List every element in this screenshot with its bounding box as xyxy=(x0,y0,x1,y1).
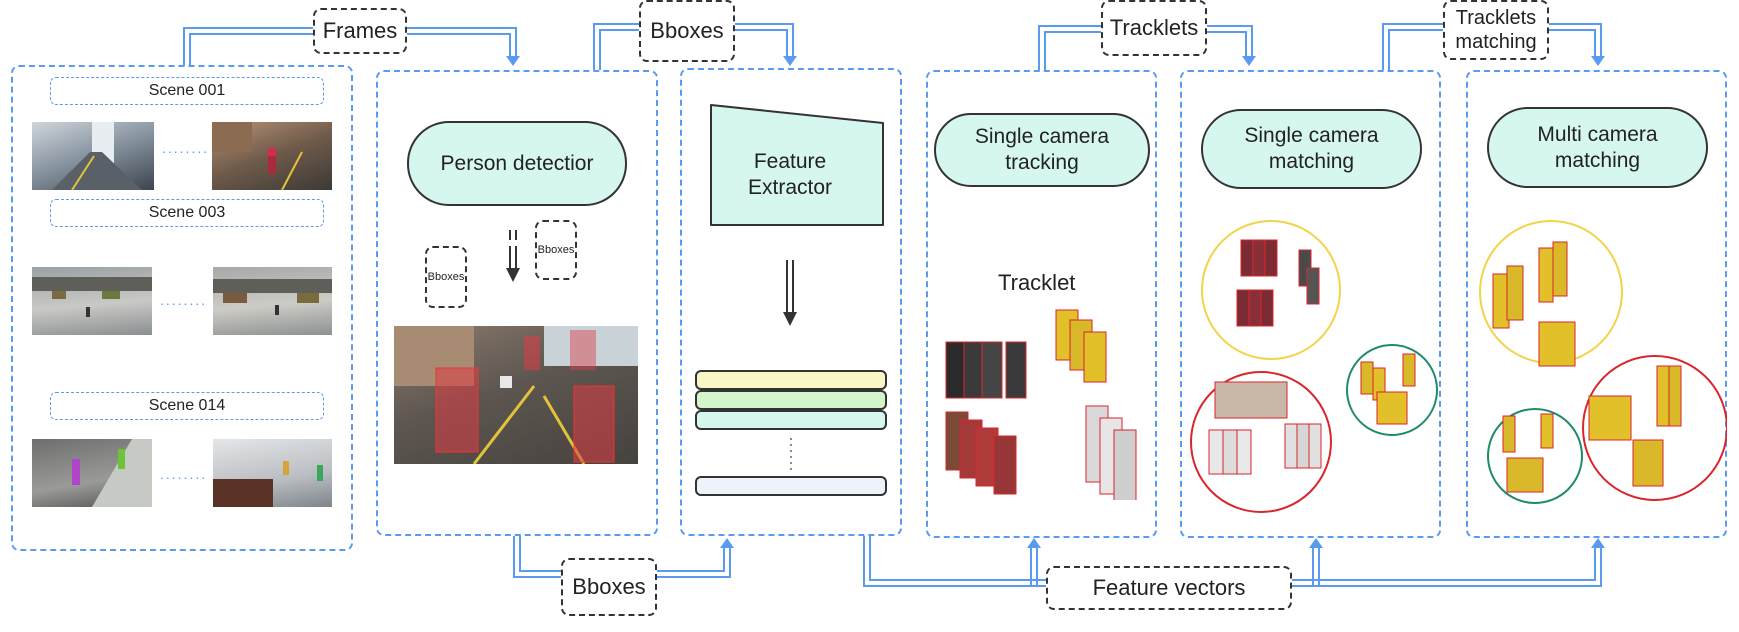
feature-extractor-shape xyxy=(710,104,884,226)
scene-014-label: Scene 014 xyxy=(50,392,324,420)
scene-001-frame-b xyxy=(212,122,332,190)
scene-014-dots: ........ xyxy=(160,466,208,482)
scene-003-dots: ........ xyxy=(160,292,208,308)
tracklet-label: Tracklet xyxy=(998,270,1076,295)
cluster-green xyxy=(1487,408,1583,504)
cluster-red xyxy=(1582,355,1727,501)
scene-003-frame-a xyxy=(32,267,152,335)
multi-camera-clusters xyxy=(1479,220,1727,504)
single-camera-tracking-panel xyxy=(926,70,1157,538)
scene-003-label: Scene 003 xyxy=(50,199,324,227)
tracklets-matching-tag: Tracklets matching xyxy=(1443,0,1549,60)
bboxes-bottom-tag: Bboxes xyxy=(561,558,657,616)
bboxes-small-tag-a: Bboxes xyxy=(425,246,467,308)
cluster-yellow xyxy=(1201,220,1341,360)
scene-003-frame-b xyxy=(213,267,332,335)
frames-panel xyxy=(11,65,353,551)
tracklet-crops xyxy=(945,309,1137,500)
single-camera-tracking-module: Single camera tracking xyxy=(934,113,1150,187)
multi-camera-matching-panel xyxy=(1466,70,1727,538)
feature-vector-bar-mint xyxy=(695,410,887,430)
down-arrow-icon xyxy=(506,230,520,282)
bboxes-top-tag: Bboxes xyxy=(639,0,735,62)
feature-extractor-panel xyxy=(680,68,902,536)
bboxes-small-tag-b: Bboxes xyxy=(535,220,577,280)
cluster-red xyxy=(1190,371,1332,513)
feature-vector-bar-green xyxy=(695,390,887,410)
single-camera-clusters xyxy=(1190,220,1438,513)
scene-001-dots: ........ xyxy=(162,140,210,156)
feature-extractor-label: Feature Extractor xyxy=(747,150,833,199)
extractor-down-arrow-icon xyxy=(783,260,797,326)
multi-camera-matching-module: Multi camera matching xyxy=(1487,107,1708,188)
feature-vectors-tag: Feature vectors xyxy=(1046,566,1292,610)
scene-014-frame-b xyxy=(213,439,332,507)
vertical-ellipsis-icon xyxy=(790,438,792,470)
feature-vector-bar-yellow xyxy=(695,370,887,390)
scene-014-frame-a xyxy=(32,439,152,507)
person-detection-panel xyxy=(376,70,658,536)
detection-result-image xyxy=(394,326,638,464)
tracklets-tag: Tracklets xyxy=(1101,0,1207,56)
scene-001-label: Scene 001 xyxy=(50,77,324,105)
person-detection-module: Person detectior xyxy=(407,121,627,206)
cluster-green xyxy=(1346,344,1438,436)
scene-001-frame-a xyxy=(32,122,154,190)
single-camera-matching-panel xyxy=(1180,70,1441,538)
single-camera-matching-module: Single camera matching xyxy=(1201,109,1422,189)
feature-vector-bar-last xyxy=(695,476,887,496)
frames-tag: Frames xyxy=(313,8,407,54)
